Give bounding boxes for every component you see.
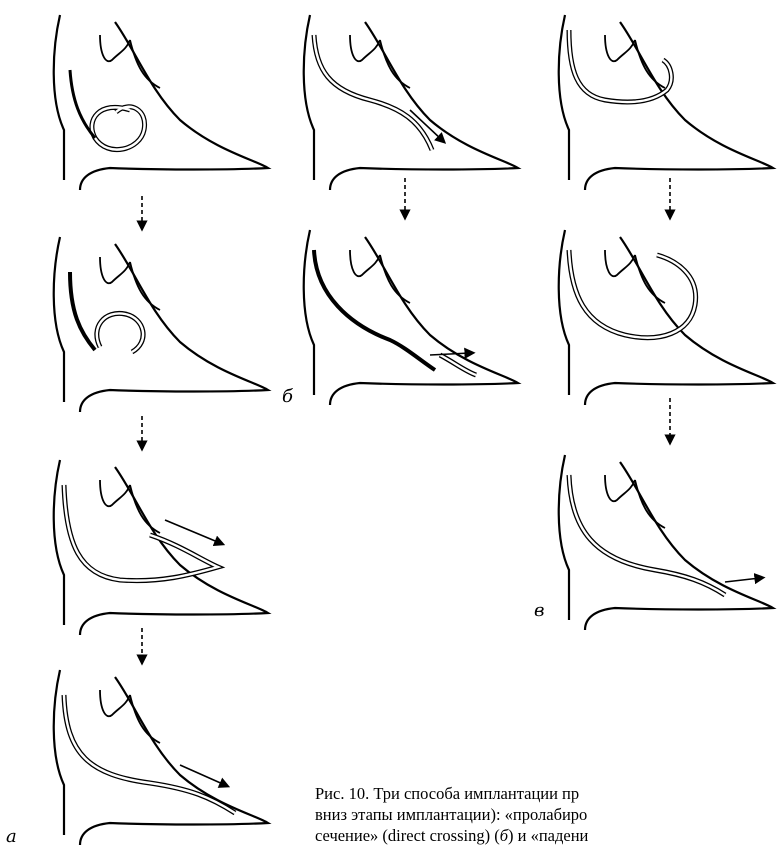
panel-a-step-3 — [54, 455, 268, 635]
figure-caption: Рис. 10. Три способа имплантации пр вниз… — [315, 783, 778, 846]
panel-v-step-1 — [559, 10, 773, 190]
caption-line-3-end: ) и «падени — [508, 826, 588, 845]
panel-a-step-4 — [54, 665, 268, 845]
panel-b-step-2 — [304, 225, 518, 405]
panel-a-step-1 — [54, 10, 268, 190]
panel-v-step-3 — [559, 450, 773, 630]
panel-label-a: а — [6, 826, 17, 847]
caption-line-2: вниз этапы имплантации): «пролабиро — [315, 804, 778, 825]
panel-label-b: б — [282, 386, 293, 407]
caption-line-1: Рис. 10. Три способа имплантации пр — [315, 783, 778, 804]
panel-v-step-2 — [559, 225, 773, 405]
caption-line-3-letter: б — [500, 826, 508, 845]
panel-label-v: в — [534, 600, 544, 621]
caption-line-3-start: сечение» (direct crossing) ( — [315, 826, 500, 845]
panel-a-step-2 — [54, 232, 268, 412]
panel-b-step-1 — [304, 10, 518, 190]
caption-line-3: сечение» (direct crossing) (б) и «падени — [315, 825, 778, 846]
